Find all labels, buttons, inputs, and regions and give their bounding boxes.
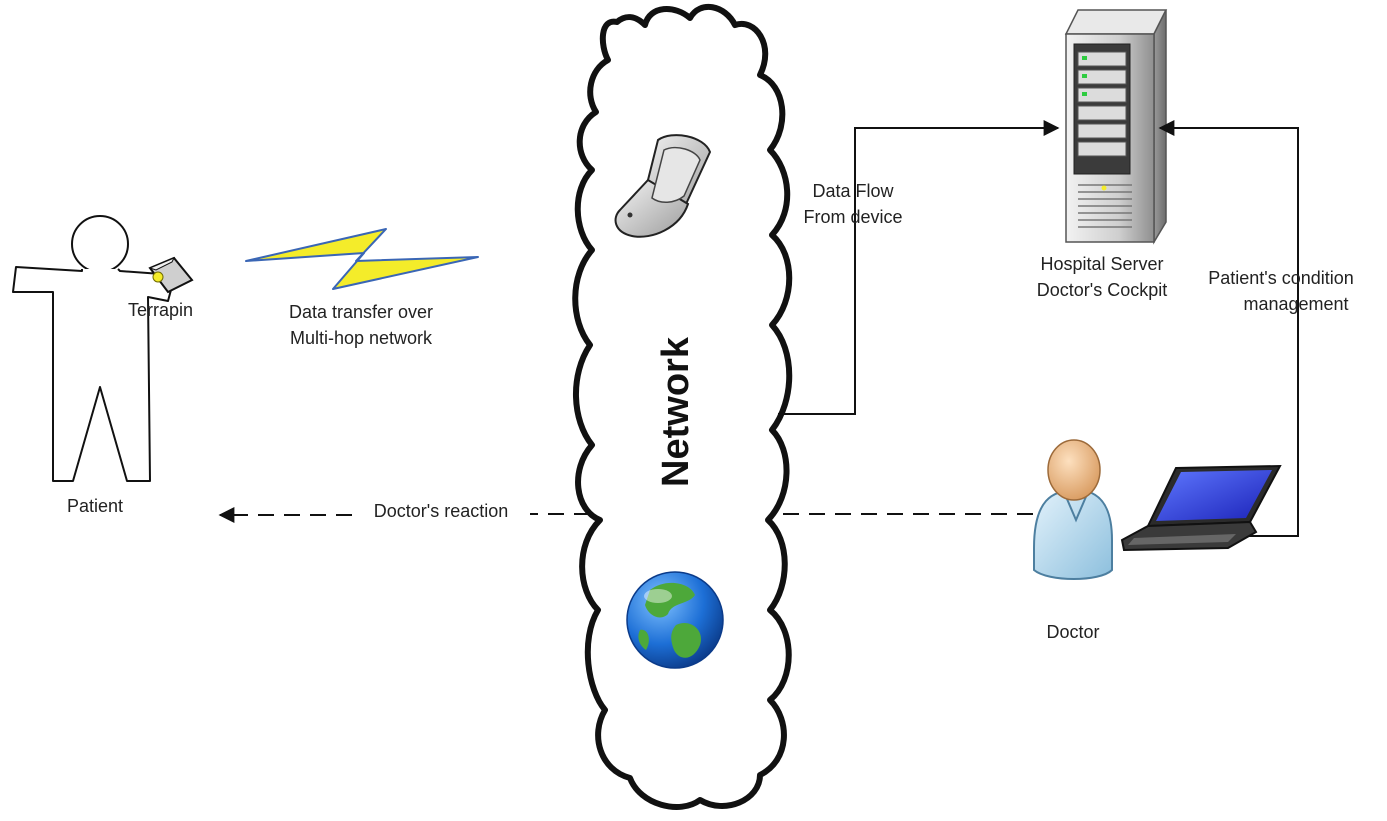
terrapin-label: Terrapin — [128, 300, 193, 320]
condition-management-arrow — [1158, 120, 1299, 537]
data-flow-label-line2: From device — [803, 207, 902, 227]
server-label-line2: Doctor's Cockpit — [1037, 280, 1167, 300]
globe-icon — [626, 571, 724, 669]
patient-label: Patient — [67, 496, 123, 516]
data-flow-label-line1: Data Flow — [812, 181, 894, 201]
server-tower-icon — [1064, 9, 1168, 245]
condition-label-line1: Patient's condition — [1208, 268, 1354, 288]
server-label-line1: Hospital Server — [1040, 254, 1163, 274]
laptop-icon — [1120, 464, 1282, 552]
lightning-bolt-icon — [245, 228, 479, 290]
transfer-label-line2: Multi-hop network — [290, 328, 433, 348]
doctor-person-icon — [1033, 439, 1113, 580]
mobile-phone-icon — [614, 134, 712, 238]
condition-label-line2: management — [1243, 294, 1348, 314]
network-label: Network — [655, 336, 697, 487]
transfer-label-line1: Data transfer over — [289, 302, 433, 322]
doctor-reaction-arrow — [218, 507, 1033, 523]
doctor-reaction-label: Doctor's reaction — [374, 501, 509, 521]
data-flow-arrow — [778, 120, 1060, 415]
stick-figure-icon — [12, 215, 176, 482]
terrapin-device-icon — [148, 256, 194, 294]
doctor-label: Doctor — [1046, 622, 1099, 642]
